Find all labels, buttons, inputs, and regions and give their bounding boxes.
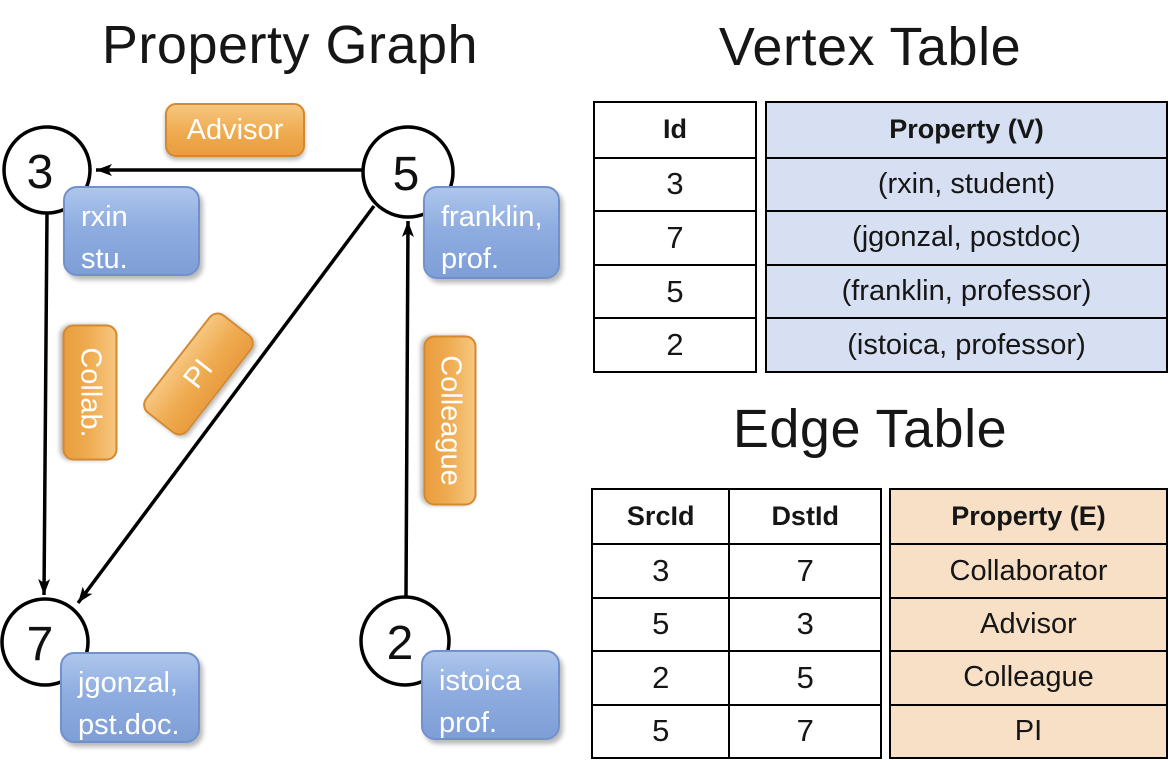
edge-table-dstid-cell: 7	[728, 703, 880, 757]
vertex-table-header-id: Id	[663, 114, 687, 145]
edge-table-property-column: Property (E) Collaborator Advisor Collea…	[889, 488, 1168, 759]
node-id-5: 5	[393, 148, 420, 201]
edge-colleague-2-to-5	[401, 220, 414, 597]
edge-label-collaborator: Collab.	[62, 324, 118, 461]
vertex-property-box-2: istoica prof.	[421, 650, 560, 740]
edge-table-property-cell: PI	[891, 703, 1166, 757]
property-graph-title: Property Graph	[101, 15, 479, 75]
vertex-table-id-cell: 3	[595, 156, 755, 211]
edge-table-property-cell: Colleague	[891, 650, 1166, 703]
edge-table-id-columns: SrcId DstId 3 7 5 3 2 5 5 7	[591, 488, 882, 759]
vertex-table-id-column: Id 3 7 5 2	[593, 101, 757, 373]
edge-label-colleague: Colleague	[423, 335, 477, 506]
edge-table-property-cell: Collaborator	[891, 543, 1166, 596]
edge-label-advisor: Advisor	[165, 103, 305, 157]
edge-label-colleague-text: Colleague	[434, 355, 467, 486]
vertex-property-5-line1: franklin,	[441, 201, 543, 233]
vertex-table-title: Vertex Table	[718, 17, 1022, 77]
vertex-table-id-cell: 5	[595, 263, 755, 318]
node-id-3: 3	[27, 146, 54, 199]
edge-table-header-dstid: DstId	[728, 490, 880, 544]
vertex-table-property-cell: (jgonzal, postdoc)	[767, 210, 1166, 264]
edge-table-dstid-cell: 3	[728, 596, 880, 651]
vertex-property-3-line1: rxin	[81, 201, 128, 233]
vertex-property-3-line2: stu.	[81, 243, 128, 276]
edge-table-srcid-cell: 2	[593, 650, 729, 703]
edge-table-srcid-cell: 3	[593, 543, 729, 596]
edge-label-pi-text: PI	[177, 353, 220, 395]
vertex-property-7-line1: jgonzal,	[78, 667, 178, 699]
vertex-table-header-property: Property (V)	[889, 114, 1044, 145]
edge-pi-5-to-7	[76, 204, 376, 605]
edge-table-srcid-cell: 5	[593, 596, 729, 650]
vertex-table-id-cell: 2	[595, 317, 755, 371]
vertex-property-2-line1: istoica	[439, 665, 522, 697]
edge-table-property-cell: Advisor	[891, 596, 1166, 650]
edge-table-dstid-cell: 7	[728, 543, 880, 597]
node-id-2: 2	[387, 617, 414, 670]
vertex-table-property-cell: (franklin, professor)	[767, 263, 1166, 318]
vertex-property-7-line2: pst.doc.	[78, 709, 180, 742]
vertex-property-box-3: rxin stu.	[63, 186, 200, 276]
node-id-7: 7	[27, 618, 54, 671]
vertex-table-property-cell: (rxin, student)	[767, 156, 1166, 211]
edge-table-header-property: Property (E)	[951, 501, 1106, 532]
vertex-table-id-cell: 7	[595, 210, 755, 264]
edge-table-title: Edge Table	[732, 399, 1008, 459]
edge-label-advisor-text: Advisor	[186, 113, 284, 146]
edge-table-dstid-cell: 5	[728, 650, 880, 704]
vertex-table-property-cell: (istoica, professor)	[767, 317, 1166, 371]
vertex-property-2-line2: prof.	[439, 707, 498, 740]
edge-collaborator-3-to-7	[38, 212, 51, 596]
vertex-property-box-5: franklin, prof.	[423, 186, 560, 279]
vertex-table-property-column: Property (V) (rxin, student) (jgonzal, p…	[765, 101, 1168, 373]
edge-table-header-srcid: SrcId	[626, 501, 695, 532]
vertex-property-5-line2: prof.	[441, 243, 500, 276]
vertex-property-box-7: jgonzal, pst.doc.	[60, 652, 200, 743]
edge-table-srcid-cell: 5	[593, 703, 729, 757]
edge-label-collaborator-text: Collab.	[74, 347, 107, 438]
